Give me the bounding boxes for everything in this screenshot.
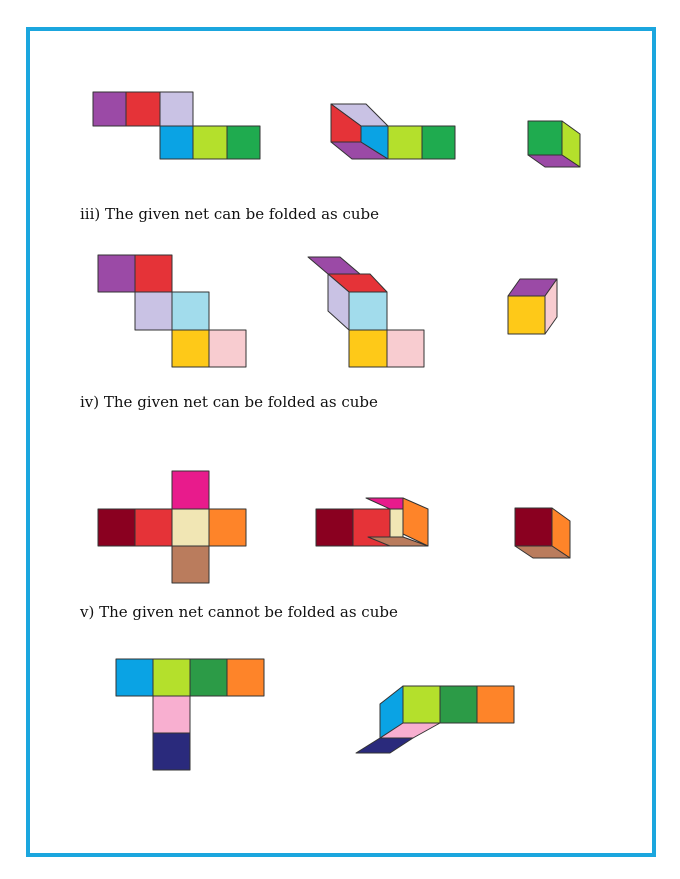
face-light-pink — [152, 695, 191, 734]
face-light-blue — [171, 291, 210, 331]
face-yellow — [348, 329, 388, 368]
face-magenta — [365, 497, 404, 510]
face-purple — [307, 256, 361, 275]
face-maroon — [315, 508, 354, 547]
face-cream — [171, 508, 210, 547]
face-orange — [476, 685, 515, 724]
worksheet-frame — [26, 27, 656, 857]
face-brown — [171, 545, 210, 584]
cube-row3 — [514, 507, 571, 559]
face-purple — [527, 154, 581, 168]
face-maroon — [514, 507, 553, 547]
face-red — [134, 254, 173, 293]
face-pink — [386, 329, 425, 368]
face-orange — [226, 658, 265, 697]
face-dark-green — [189, 658, 228, 697]
cube-row2 — [507, 278, 558, 335]
face-orange — [208, 508, 247, 547]
face-red — [125, 91, 161, 127]
face-brown — [514, 545, 571, 559]
net-row2-folding — [307, 256, 425, 368]
net-row1-folding — [330, 103, 456, 160]
face-yellow — [171, 329, 210, 368]
face-purple — [97, 254, 136, 293]
cube-row1 — [527, 120, 581, 168]
net-row2-flat — [97, 254, 247, 368]
net-row3-folding — [315, 497, 429, 547]
net-row4-folding — [355, 685, 515, 754]
face-blue — [115, 658, 154, 697]
face-green — [226, 125, 261, 160]
face-pink — [208, 329, 247, 368]
face-red — [134, 508, 173, 547]
face-light-blue — [348, 291, 388, 331]
caption-v: v) The given net cannot be folded as cub… — [80, 603, 398, 621]
net-row4-flat — [115, 658, 265, 771]
net-row1-flat — [92, 91, 261, 160]
face-dark-green — [439, 685, 478, 724]
caption-iii: iii) The given net can be folded as cube — [80, 205, 380, 223]
face-lime — [402, 685, 441, 724]
face-lime — [387, 125, 423, 160]
caption-iv: iv) The given net can be folded as cube — [80, 393, 378, 411]
face-lavender — [159, 91, 194, 127]
face-maroon — [97, 508, 136, 547]
face-yellow — [507, 295, 546, 335]
face-lime — [192, 125, 228, 160]
face-green — [527, 120, 563, 156]
net-row3-flat — [97, 470, 247, 584]
face-magenta — [171, 470, 210, 510]
face-lime — [152, 658, 191, 697]
face-brown — [367, 536, 429, 547]
face-navy — [355, 737, 414, 754]
face-green — [421, 125, 456, 160]
face-navy — [152, 732, 191, 771]
face-pink — [544, 278, 558, 335]
face-lavender — [134, 291, 173, 331]
face-blue — [159, 125, 194, 160]
face-purple — [92, 91, 127, 127]
